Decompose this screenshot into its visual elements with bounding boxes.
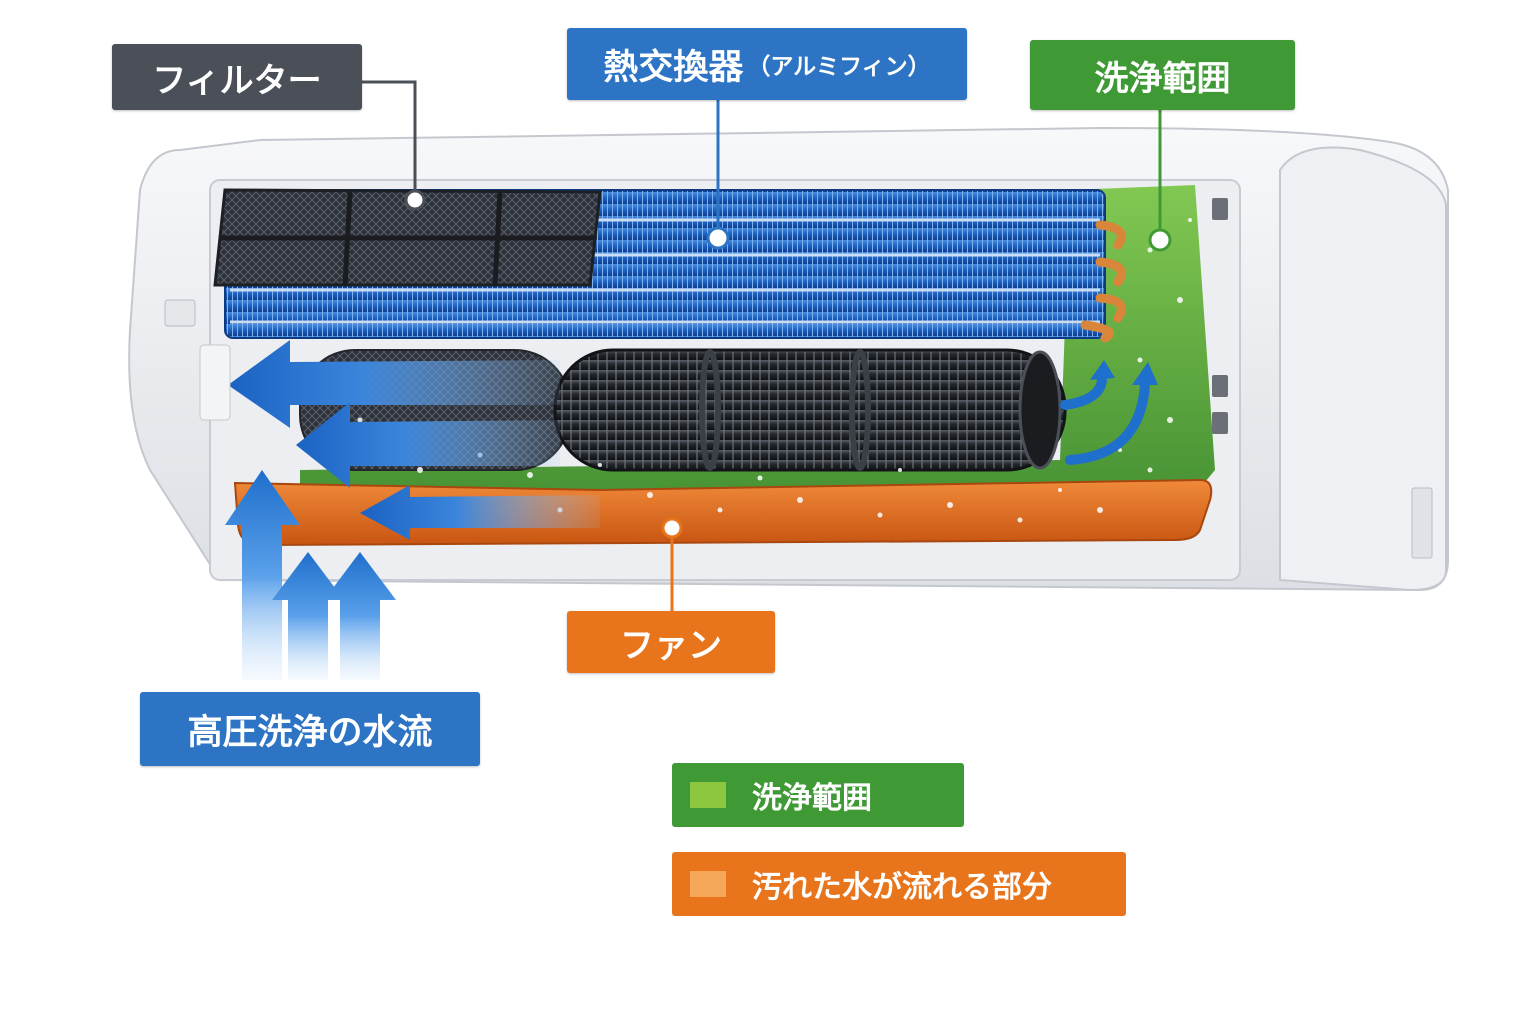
heat-exchanger-label-text: 熱交換器 [603, 47, 744, 88]
cleaning-range-label-text: 洗浄範囲 [1094, 58, 1231, 99]
air-flow-arrows [228, 340, 600, 540]
heat-exchanger-label: 熱交換器（アルミフィン） [567, 28, 967, 100]
curved-arrow-heads [1090, 360, 1158, 385]
connector-dot [706, 226, 730, 250]
fan-end-cap [1018, 350, 1062, 470]
legend-swatch-orange [690, 871, 726, 897]
leader-lines [362, 80, 1162, 611]
fan [553, 348, 1067, 472]
filter-label: フィルター [112, 44, 362, 110]
side-vents [1212, 198, 1433, 559]
legend-label-cleaning: 洗浄範囲 [752, 781, 872, 816]
side-panel [1279, 146, 1447, 592]
heat-exchanger-sub-text: （アルミフィン） [747, 54, 931, 80]
water-flow-arrow [272, 552, 344, 680]
legend-item-cleaning: 洗浄範囲 [672, 763, 964, 827]
left-clip [164, 299, 196, 327]
filter-label-text: フィルター [152, 60, 322, 101]
water-flow-arrows [225, 470, 396, 680]
connector-dot [661, 517, 683, 539]
water-flow-arrow [225, 470, 300, 680]
legend-item-dirty-water: 汚れた水が流れる部分 [672, 852, 1126, 916]
fan-label-text: ファン [620, 625, 722, 666]
water-flow-arrow [324, 552, 396, 680]
fan-rings [699, 349, 871, 471]
legend-swatch-green [690, 782, 726, 808]
connector-dot [1148, 228, 1172, 252]
water-flow-label-text: 高圧洗浄の水流 [187, 712, 433, 753]
cleaning-zone [300, 185, 1215, 500]
connector-dots [404, 189, 1172, 539]
air-arrow [360, 485, 600, 540]
legend-label-dirty-water: 汚れた水が流れる部分 [752, 870, 1052, 905]
water-flow-label: 高圧洗浄の水流 [140, 692, 480, 766]
copper-pipes [1080, 220, 1126, 343]
filter-frame [220, 191, 595, 286]
fan-label: ファン [567, 611, 775, 673]
left-bracket [199, 344, 231, 421]
cleaning-range-label: 洗浄範囲 [1030, 40, 1295, 110]
filter-leader [362, 80, 417, 196]
curved-arrows [1060, 375, 1150, 465]
connector-dot [404, 189, 426, 211]
air-arrow [296, 402, 560, 488]
air-arrow [228, 340, 560, 428]
